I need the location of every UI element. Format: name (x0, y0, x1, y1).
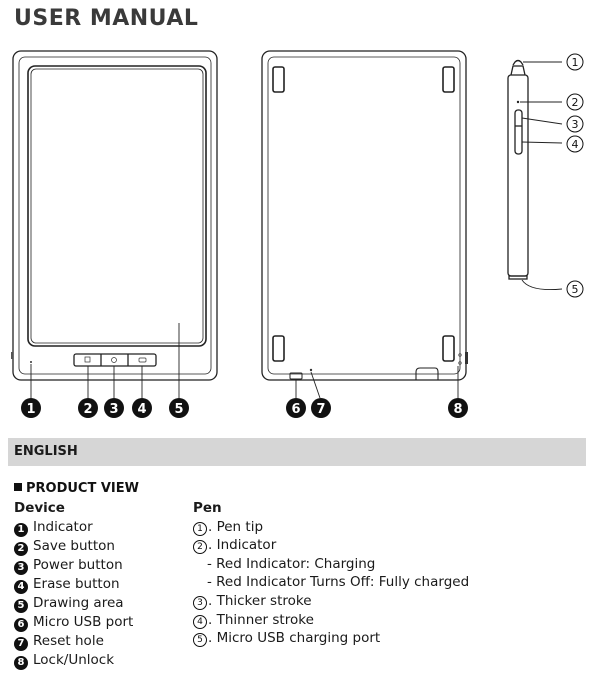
svg-text:8: 8 (453, 402, 462, 417)
svg-text:7: 7 (316, 402, 325, 417)
svg-text:2: 2 (83, 402, 92, 417)
filled-number-badge: 7 (14, 636, 28, 651)
list-item: 2. Indicator (193, 536, 469, 555)
svg-text:3: 3 (109, 402, 118, 417)
pen-indicator (516, 100, 520, 104)
language-label: ENGLISH (14, 444, 78, 459)
circled-number-badge: 2 (193, 540, 207, 555)
filled-number-badge: 1 (14, 522, 28, 537)
device-front (12, 50, 218, 381)
list-subitem: - Red Indicator Turns Off: Fully charged (207, 574, 470, 591)
filled-number-badge: 8 (14, 655, 28, 670)
language-banner (8, 438, 586, 466)
product-diagram: 1 2 3 4 5 6 7 8 (11, 50, 584, 418)
square-bullet-icon (14, 483, 22, 491)
list-item: 3. Thicker stroke (193, 592, 469, 611)
reset-hole (309, 368, 313, 372)
list-item: 4. Thinner stroke (193, 611, 469, 630)
svg-text:5: 5 (174, 402, 183, 417)
indicator-dot (30, 361, 32, 363)
section-title: PRODUCT VIEW (26, 481, 139, 496)
pen-heading: Pen (193, 500, 222, 516)
svg-text:4: 4 (137, 402, 146, 417)
circled-number-badge: 1 (193, 521, 207, 536)
list-item: 1. Pen tip (193, 518, 469, 537)
device-heading: Device (14, 500, 65, 516)
svg-text:1: 1 (26, 402, 35, 417)
list-item: 5. Micro USB charging port (193, 629, 469, 648)
svg-text:4: 4 (572, 138, 579, 151)
pen-callouts: 1 2 3 4 5 (566, 53, 584, 298)
svg-text:1: 1 (572, 56, 579, 69)
section-heading: PRODUCT VIEW (14, 481, 139, 496)
pen-parts-list: Pen 1. Pen tip 2. Indicator - Red Indica… (193, 499, 469, 648)
svg-text:5: 5 (572, 283, 579, 296)
filled-number-badge: 5 (14, 598, 28, 613)
circled-number-badge: 4 (193, 614, 207, 629)
svg-text:6: 6 (291, 402, 300, 417)
front-callouts: 1 2 3 4 5 (21, 398, 189, 418)
back-callouts: 6 7 8 (286, 398, 468, 418)
power-icon (111, 357, 117, 363)
erase-icon (138, 357, 147, 363)
svg-text:3: 3 (572, 118, 579, 131)
circled-number-badge: 3 (193, 595, 207, 610)
circled-number-badge: 5 (193, 633, 207, 648)
list-subitem: - Red Indicator: Charging (207, 555, 376, 572)
page-title: USER MANUAL (14, 6, 199, 31)
svg-text:2: 2 (572, 96, 579, 109)
pen (507, 59, 529, 280)
filled-number-badge: 4 (14, 579, 28, 594)
filled-number-badge: 6 (14, 617, 28, 632)
filled-number-badge: 2 (14, 541, 28, 556)
save-icon (84, 356, 91, 363)
filled-number-badge: 3 (14, 560, 28, 575)
device-back (261, 50, 467, 381)
